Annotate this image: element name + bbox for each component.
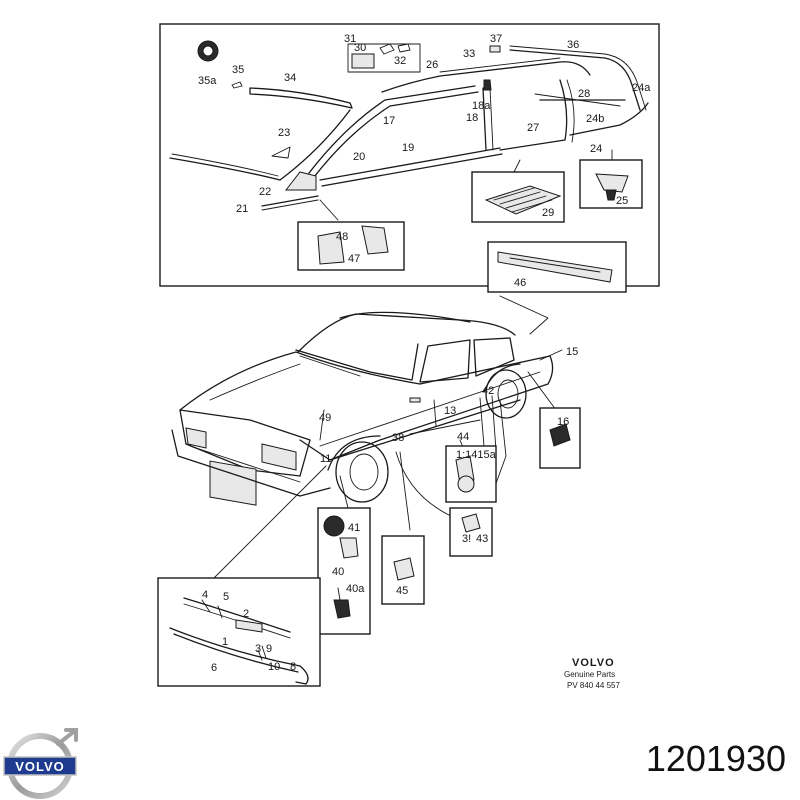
label-15: 15: [566, 346, 578, 358]
label-36: 36: [567, 39, 579, 51]
label-43: 43: [476, 533, 488, 545]
logo-text: VOLVO: [15, 759, 65, 774]
label-6: 6: [211, 662, 217, 674]
part-36-rail: [509, 49, 641, 111]
part-17-pillar: [299, 85, 476, 186]
label-22: 22: [259, 186, 271, 198]
part-35-clip: [231, 81, 243, 89]
label-5: 5: [223, 591, 229, 603]
part-18-b-pillar: [482, 87, 487, 151]
label-25: 25: [616, 195, 628, 207]
label-20: 20: [353, 151, 365, 163]
part-24a-trim: [569, 102, 649, 136]
label-14-15a: 1:1415a: [456, 449, 497, 461]
label-9: 9: [266, 643, 272, 655]
footer-genuine: Genuine Parts: [564, 670, 615, 679]
label-35: 35: [232, 64, 244, 76]
part-4-trim: [183, 597, 291, 633]
part-number: 1201930: [645, 738, 786, 779]
label-11: 11: [320, 453, 331, 465]
label-47: 47: [348, 253, 360, 265]
label-32: 32: [394, 55, 406, 67]
genuine-parts-block: VOLVO Genuine Parts PV 840 44 557: [564, 657, 620, 690]
label-29: 29: [542, 207, 554, 219]
part-35a-grommet: [197, 40, 219, 62]
label-39: 3!: [462, 533, 471, 545]
part-37-clip: [489, 45, 501, 53]
label-23: 23: [278, 127, 290, 139]
part-46-rail: [497, 251, 613, 283]
label-19: 19: [402, 142, 414, 154]
car-grille: [209, 460, 257, 506]
part-23-triangle: [271, 146, 291, 159]
label-28: 28: [578, 88, 590, 100]
label-10: 10: [268, 661, 280, 673]
label-8: 8: [290, 661, 296, 673]
part-31-clip: [351, 53, 375, 69]
label-40: 40: [332, 566, 344, 578]
part-labels: 31 30 32 37 33 36 35a 35 34 26 28 24a 18…: [198, 33, 651, 674]
label-24b: 24b: [586, 113, 604, 125]
label-41: 41: [348, 522, 360, 534]
label-4: 4: [202, 589, 208, 601]
part-34-trim: [249, 87, 353, 109]
label-24a: 24a: [632, 82, 651, 94]
volvo-iron-mark-icon: VOLVO: [3, 728, 78, 799]
label-24: 24: [590, 143, 602, 155]
label-45: 45: [396, 585, 408, 597]
part-21-strip: [261, 195, 319, 207]
label-21: 21: [236, 203, 248, 215]
label-16: 16: [557, 416, 569, 428]
label-13: 13: [444, 405, 456, 417]
windshield-lower-trim: [169, 109, 351, 181]
part-27-rear-pillar: [499, 79, 568, 151]
label-44: 44: [457, 431, 469, 443]
label-27: 27: [527, 122, 539, 134]
label-3: 3: [255, 643, 261, 655]
label-31: 31: [344, 33, 356, 45]
label-18a: 18a: [472, 100, 491, 112]
label-35a: 35a: [198, 75, 217, 87]
label-48: 48: [336, 231, 348, 243]
footer-pv-code: PV 840 44 557: [567, 681, 620, 690]
label-18: 18: [466, 112, 478, 124]
label-26: 26: [426, 59, 438, 71]
label-49: 49: [319, 412, 331, 424]
subbox-bumper-trim: [157, 577, 321, 687]
label-46: 46: [514, 277, 526, 289]
part-22-corner: [284, 171, 317, 191]
part-26-roof-trim: [381, 61, 591, 93]
part-30-clip: [379, 43, 395, 55]
label-40a: 40a: [346, 583, 365, 595]
label-2: 2: [243, 608, 249, 620]
part-6-trim: [169, 627, 301, 667]
label-34: 34: [284, 72, 296, 84]
footer-brand: VOLVO: [572, 657, 615, 669]
label-33: 33: [463, 48, 475, 60]
label-17: 17: [383, 115, 395, 127]
part-32-clip: [397, 43, 411, 53]
label-1: 1: [222, 636, 228, 648]
car-illustration: [171, 311, 554, 506]
label-42: 42: [482, 385, 494, 397]
label-37: 37: [490, 33, 502, 45]
label-38: 38: [392, 432, 404, 444]
part-19-belt-trim: [319, 147, 501, 181]
label-30: 30: [354, 42, 366, 54]
